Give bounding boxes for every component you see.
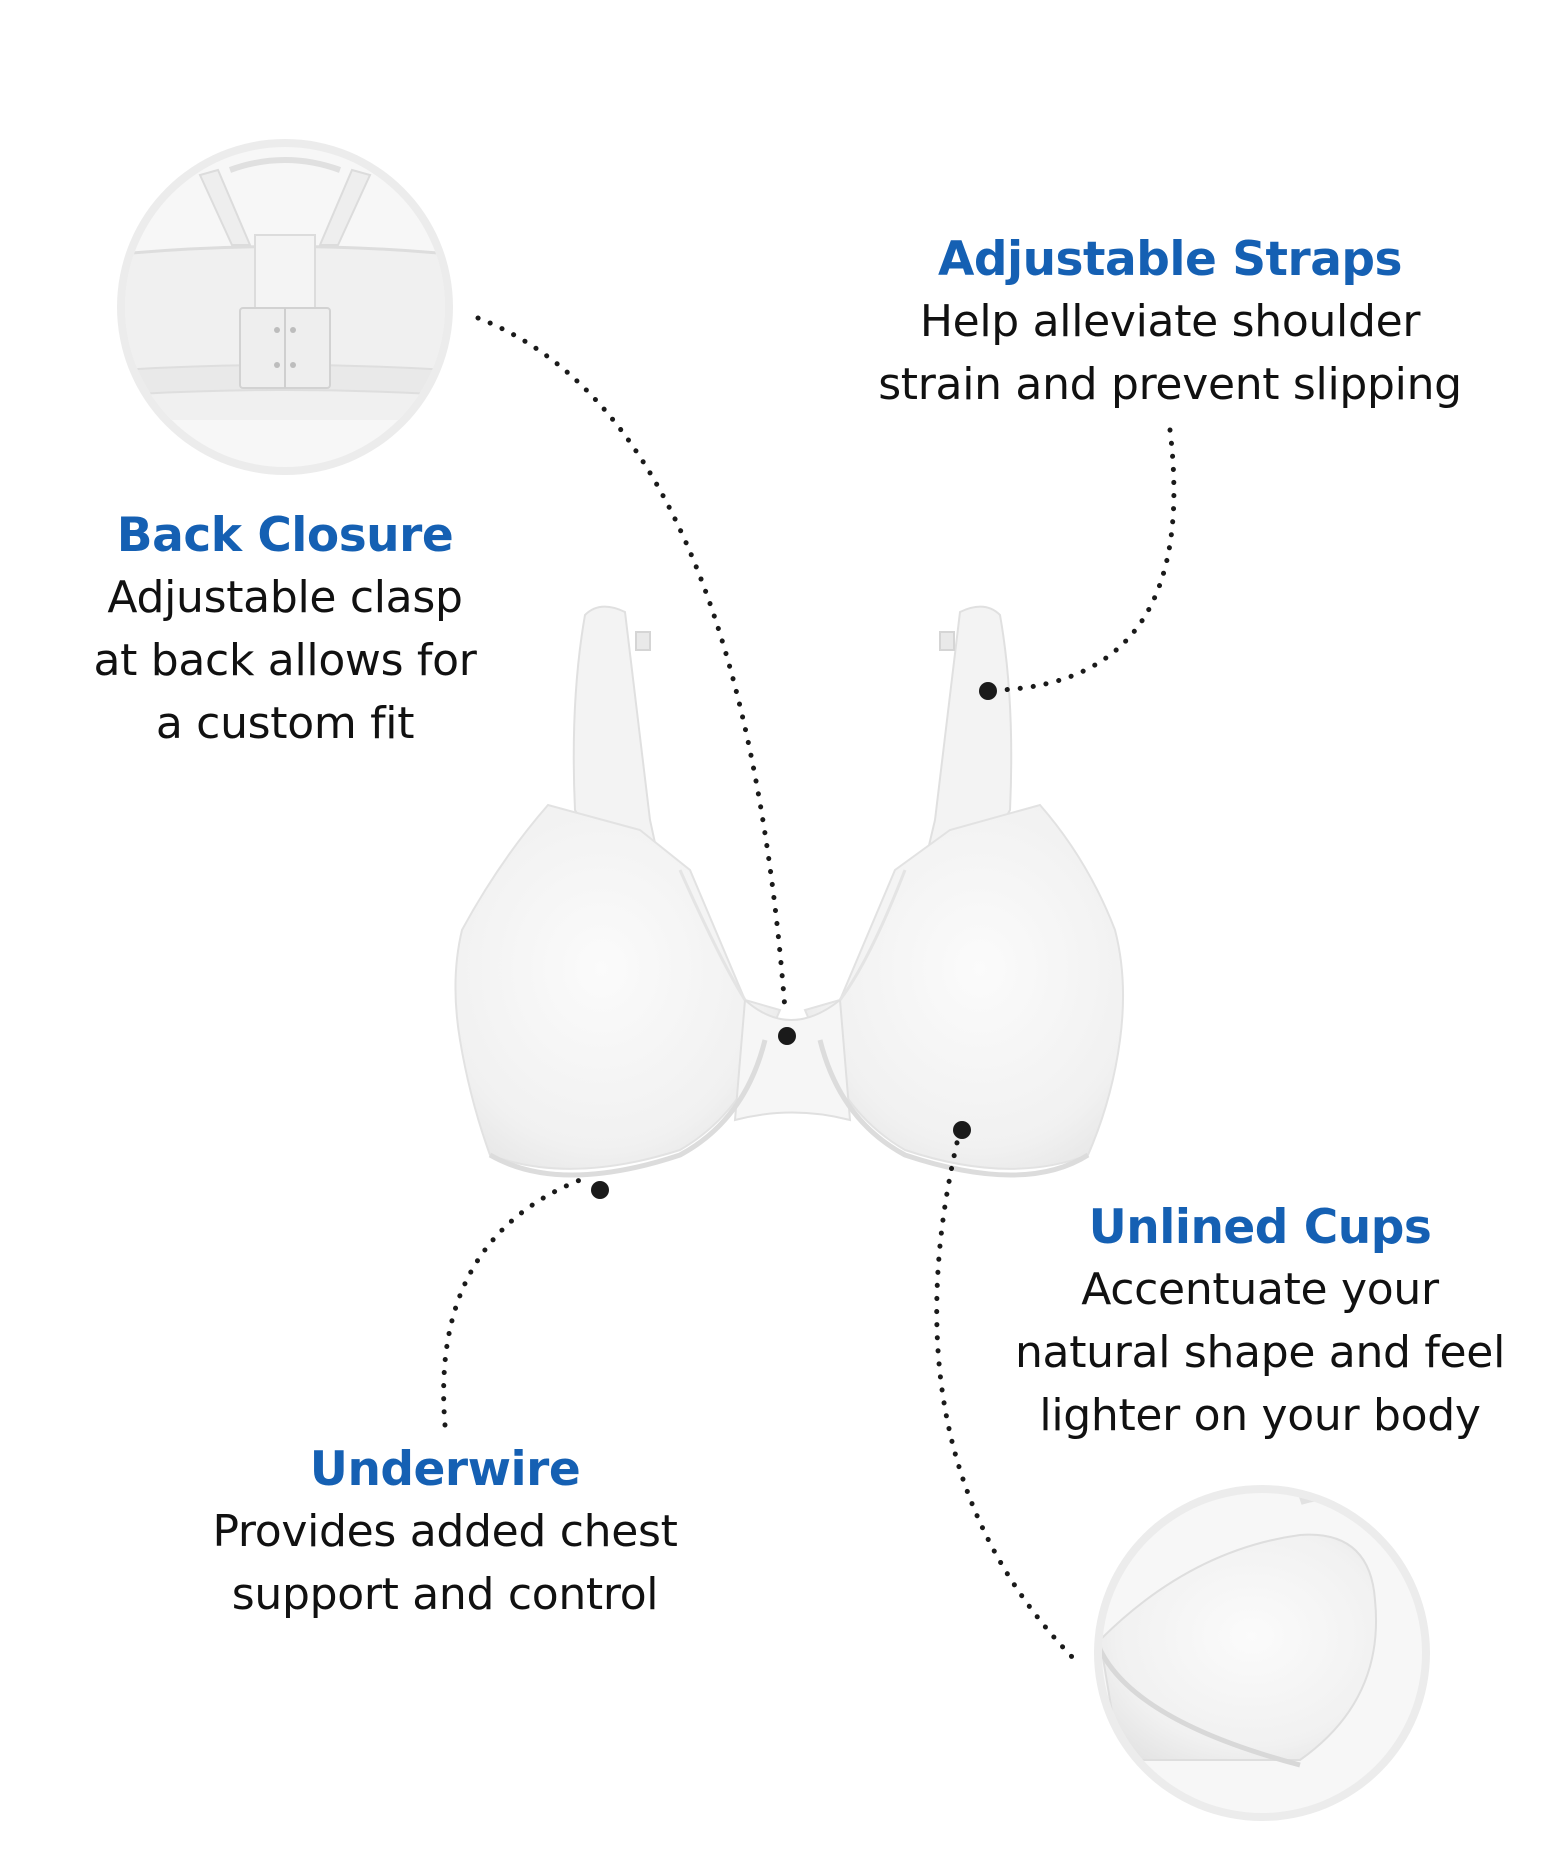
bra-product-image bbox=[454, 605, 1125, 1178]
adjustable-straps-line-1: Help alleviate shoulder bbox=[919, 296, 1421, 347]
unlined-cup-detail-image bbox=[1094, 1485, 1430, 1821]
unlined-cups-line-2: natural shape and feel bbox=[1014, 1327, 1506, 1378]
cups-dot bbox=[953, 1121, 971, 1139]
straps-dot bbox=[979, 682, 997, 700]
underwire-callout: Underwire Provides added chest support a… bbox=[170, 1440, 720, 1626]
back-closure-line-2: at back allows for bbox=[93, 635, 477, 686]
unlined-cups-title: Unlined Cups bbox=[1088, 1200, 1432, 1255]
unlined-cups-line-3: lighter on your body bbox=[1039, 1390, 1481, 1441]
underwire-dot bbox=[591, 1181, 609, 1199]
adjustable-straps-callout: Adjustable Straps Help alleviate shoulde… bbox=[845, 230, 1495, 416]
adjustable-straps-line-2: strain and prevent slipping bbox=[878, 359, 1462, 410]
back-closure-callout: Back Closure Adjustable clasp at back al… bbox=[60, 506, 510, 755]
back-closure-line-3: a custom fit bbox=[155, 698, 415, 749]
back-closure-title: Back Closure bbox=[116, 508, 454, 563]
back-closure-leader bbox=[475, 315, 788, 1013]
underwire-leader bbox=[441, 1177, 583, 1428]
underwire-line-2: support and control bbox=[231, 1569, 659, 1620]
underwire-title: Underwire bbox=[309, 1442, 581, 1497]
unlined-cups-callout: Unlined Cups Accentuate your natural sha… bbox=[1000, 1198, 1520, 1447]
cups-leader bbox=[934, 1127, 1078, 1663]
unlined-cups-line-1: Accentuate your bbox=[1081, 1264, 1439, 1315]
straps-leader bbox=[997, 427, 1177, 693]
underwire-line-1: Provides added chest bbox=[212, 1506, 678, 1557]
adjustable-straps-title: Adjustable Straps bbox=[937, 232, 1403, 287]
leader-lines bbox=[441, 315, 1177, 1663]
leader-dots bbox=[591, 682, 997, 1199]
back-closure-dot bbox=[778, 1027, 796, 1045]
back-closure-detail-image bbox=[117, 139, 453, 475]
back-closure-line-1: Adjustable clasp bbox=[107, 572, 463, 623]
